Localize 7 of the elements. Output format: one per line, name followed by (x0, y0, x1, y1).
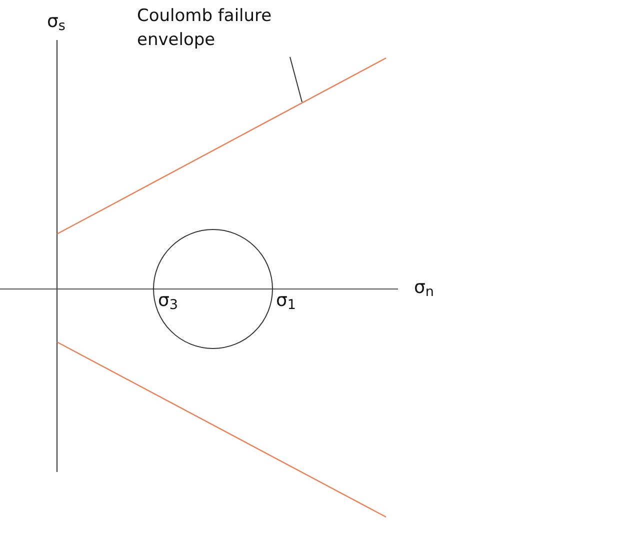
axis-label: σ$_{s}$ (47, 10, 66, 34)
callout-text: Coulomb failure envelope (137, 5, 273, 52)
leader-line (290, 56, 302, 102)
stress-label: σ$_{3}$ (158, 289, 178, 313)
stress-label: σ$_{1}$ (276, 289, 296, 313)
axis-label: σ$_{n}$ (414, 276, 434, 300)
failure-envelope-line (56, 57, 386, 235)
